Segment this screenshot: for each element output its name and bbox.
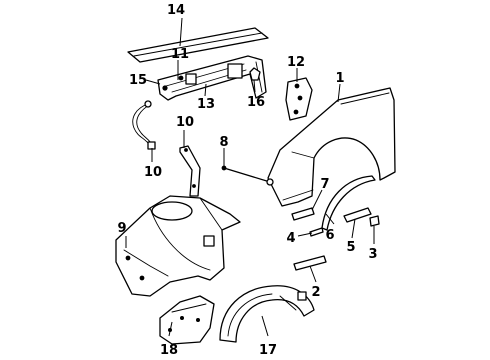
- callout-6: 6: [325, 228, 334, 243]
- callout-16: 16: [247, 95, 265, 110]
- part-inner-fender: [115, 195, 241, 297]
- callout-4: 4: [286, 231, 295, 246]
- leader-2: [309, 265, 317, 283]
- leader-13: [204, 83, 207, 97]
- callout-9: 9: [117, 221, 126, 236]
- part-end-cap: [369, 215, 380, 227]
- leader-1: [337, 83, 341, 103]
- part-splash-bracket: [179, 145, 201, 197]
- part-rail-assembly: [157, 55, 267, 101]
- callout-18: 18: [160, 343, 178, 358]
- callout-5: 5: [346, 240, 355, 255]
- leader-18: [168, 321, 173, 337]
- callout-17: 17: [259, 343, 277, 358]
- part-bracket: [285, 77, 313, 121]
- part-fender: [267, 87, 396, 207]
- leader-16: [253, 79, 256, 93]
- leader-4: [297, 232, 313, 237]
- part-lower-strip: [293, 255, 327, 271]
- leader-5: [351, 218, 356, 239]
- part-wheelhouse-liner: [219, 285, 315, 343]
- leader-7: [311, 189, 323, 211]
- part-splash-shield: [159, 295, 215, 345]
- part-upper-seal-strip: [127, 27, 269, 63]
- part-wheel-molding: [321, 175, 376, 231]
- leader-17: [261, 315, 269, 337]
- callout-2: 2: [311, 285, 320, 300]
- callout-12: 12: [287, 55, 305, 70]
- callout-7: 7: [320, 177, 329, 192]
- part-hose-cable: [132, 100, 156, 150]
- callout-15: 15: [129, 73, 147, 88]
- callout-labels: 14 11 15 13 16 12 1 10 10 8 7 9 4 6 5 3 …: [117, 3, 377, 358]
- leader-15: [145, 79, 161, 85]
- part-side-molding: [343, 207, 372, 223]
- callout-10-center: 10: [176, 115, 194, 130]
- part-molding-small: [309, 227, 324, 237]
- callout-1: 1: [335, 71, 344, 86]
- leader-lines: [125, 17, 375, 337]
- callout-14: 14: [167, 3, 185, 18]
- callout-13: 13: [197, 97, 215, 112]
- part-clip: [249, 67, 261, 81]
- callout-8: 8: [219, 135, 228, 150]
- leader-14: [179, 17, 183, 47]
- callout-3: 3: [368, 247, 377, 262]
- callout-11: 11: [171, 47, 189, 62]
- callout-10-left: 10: [144, 165, 162, 180]
- part-emblem-strip: [291, 207, 315, 221]
- leader-6: [325, 213, 335, 225]
- part-support-rod: [221, 165, 274, 186]
